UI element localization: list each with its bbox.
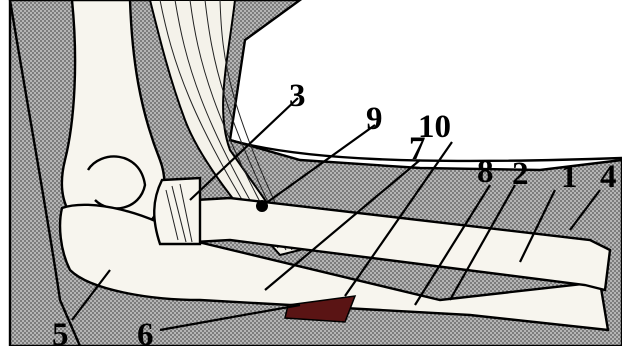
- radial-head: [154, 178, 200, 244]
- label-1: 1: [561, 159, 578, 195]
- label-9: 9: [366, 101, 383, 137]
- label-5: 5: [52, 317, 69, 346]
- label-2: 2: [512, 156, 529, 192]
- label-10: 10: [418, 109, 451, 145]
- label-8: 8: [477, 154, 494, 190]
- label-3: 3: [289, 78, 306, 114]
- label-4: 4: [600, 159, 617, 195]
- label-6: 6: [137, 317, 154, 346]
